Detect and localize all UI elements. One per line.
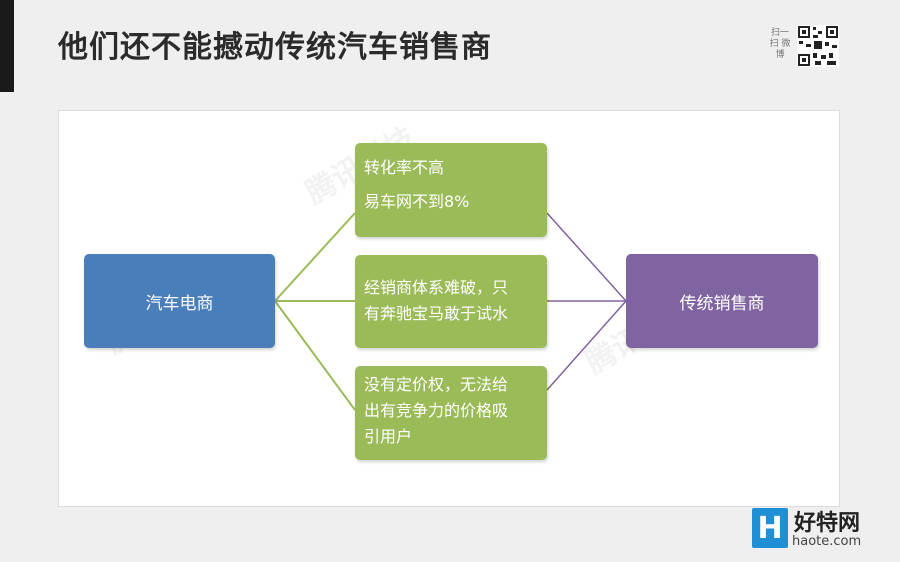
link-right-1 bbox=[546, 212, 627, 302]
qr-code-icon bbox=[797, 25, 839, 67]
reason-line: 有奔驰宝马敢于试水 bbox=[364, 304, 509, 323]
node-traditional-dealers: 传统销售商 bbox=[626, 254, 818, 348]
reason-line: 出有竞争力的价格吸 bbox=[364, 401, 509, 420]
node-reason-dealer-system: 经销商体系难破，只 有奔驰宝马敢于试水 bbox=[355, 255, 547, 348]
reason-line: 引用户 bbox=[364, 427, 413, 446]
page-title: 他们还不能撼动传统汽车销售商 bbox=[58, 30, 492, 65]
link-left-3 bbox=[274, 300, 356, 411]
node-car-ecommerce: 汽车电商 bbox=[84, 254, 275, 348]
site-logo-url: haote.com bbox=[792, 534, 862, 549]
node-reason-conversion: 转化率不高 易车网不到8% bbox=[355, 143, 547, 237]
node-reason-pricing: 没有定价权，无法给 出有竞争力的价格吸 引用户 bbox=[355, 366, 547, 460]
site-logo-icon: H bbox=[752, 508, 788, 548]
title-accent-bar bbox=[0, 0, 14, 92]
link-right-3 bbox=[546, 300, 627, 391]
reason-line: 易车网不到8% bbox=[364, 192, 470, 211]
reason-line: 经销商体系难破，只 bbox=[364, 278, 509, 297]
link-left-1 bbox=[274, 212, 356, 302]
qr-caption: 扫一扫 微博 bbox=[769, 28, 791, 60]
reason-line: 转化率不高 bbox=[364, 158, 445, 177]
site-logo-name: 好特网 bbox=[794, 511, 861, 536]
reason-line: 没有定价权，无法给 bbox=[364, 375, 509, 394]
